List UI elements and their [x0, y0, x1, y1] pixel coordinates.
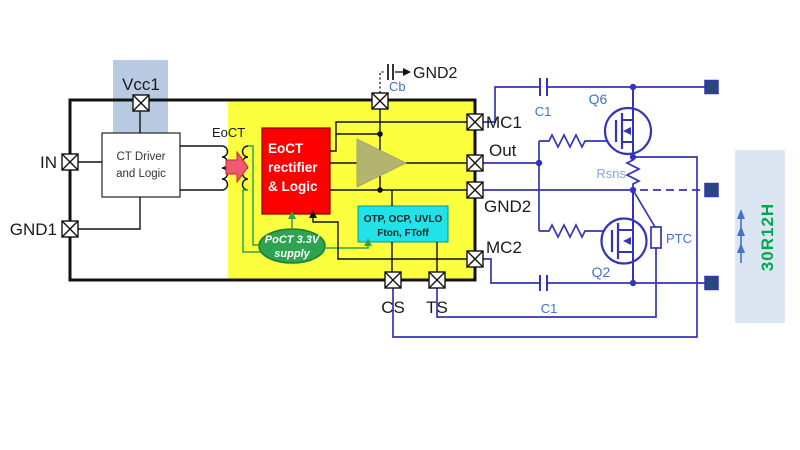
ct-driver-line2: and Logic: [116, 168, 166, 180]
junction-dot: [629, 279, 637, 287]
ct-driver-line1: CT Driver: [117, 151, 166, 163]
gnd2-top-label: GND2: [413, 65, 458, 82]
external-circuit: [392, 78, 719, 338]
c1-bottom-label: C1: [541, 301, 558, 316]
pin-ts: [428, 271, 446, 289]
ptc-label: PTC: [666, 231, 692, 246]
ct-driver-block: [101, 132, 181, 198]
cb-label: Cb: [389, 79, 406, 94]
current-direction-arrows-icon: [737, 209, 745, 263]
ic-pins: [61, 92, 484, 289]
load-panel: [735, 150, 785, 323]
rectifier-line2: rectifier: [268, 160, 318, 175]
mosfet-q2-icon: [600, 190, 648, 283]
rectifier-line3: & Logic: [268, 179, 318, 194]
rectifier-line1: EoCT: [268, 141, 304, 156]
terminal-square-middle: [704, 182, 719, 198]
protection-line2: Fton, FToff: [377, 228, 429, 239]
junction-dot: [629, 186, 637, 194]
vcc1-label: Vcc1: [122, 75, 160, 94]
transformer-secondary-coil-icon: [241, 145, 249, 191]
pin-out: [466, 154, 484, 172]
junction-dot: [629, 83, 637, 91]
gnd1-label: GND1: [10, 220, 57, 239]
terminal-square-bottom: [704, 275, 719, 291]
poct-line2: supply: [274, 248, 310, 260]
cs-sense-wire: [392, 156, 698, 338]
transformer-primary-coil-icon: [221, 145, 229, 191]
green-arrow-up-icon: [288, 211, 296, 219]
energy-transfer-arrow-icon: [225, 150, 249, 184]
cb-capacitor-icon: [379, 64, 411, 93]
green-arrow-up-icon: [364, 238, 372, 246]
cs-label: CS: [381, 298, 405, 317]
eoct-rectifier-block: [261, 127, 331, 215]
pin-gnd2: [466, 181, 484, 199]
c1-top-label: C1: [535, 104, 552, 119]
protection-line1: OTP, OCP, UVLO: [364, 214, 443, 225]
protection-block: [357, 205, 449, 243]
pin-mc1: [466, 113, 484, 131]
gnd2-arrow-icon: [403, 68, 411, 76]
poct-line1: PoCT 3.3V: [265, 234, 321, 246]
gnd2-label: GND2: [484, 197, 531, 216]
internal-wires: [78, 109, 467, 272]
ptc-thermistor-icon: [650, 226, 662, 249]
terminal-square-top: [704, 79, 719, 95]
pin-gnd1: [61, 220, 79, 238]
q2-label: Q2: [592, 264, 611, 280]
pin-in: [61, 153, 79, 171]
eoct-label: EoCT: [212, 125, 245, 140]
black-arrow-up-icon: [309, 210, 317, 218]
c1-capacitor-bottom-icon: [539, 275, 548, 291]
ptc-tap-wire: [632, 189, 656, 228]
out-label: Out: [489, 141, 517, 160]
q6-gate-resistor-icon: [539, 133, 616, 149]
pin-cb: [371, 92, 389, 110]
ts-label: TS: [426, 298, 448, 317]
junction-dot: [377, 131, 383, 137]
mosfet-q6-icon: [603, 87, 653, 157]
gate-buffer-icon: [356, 138, 408, 188]
rsns-resistor-icon: [625, 157, 641, 190]
junction-dot: [629, 153, 637, 161]
c1-capacitor-top-icon: [539, 78, 548, 96]
pin-cs: [384, 271, 402, 289]
load-label: 30R12H: [758, 203, 777, 271]
pin-vcc1: [132, 94, 150, 112]
q2-gate-resistor-icon: [539, 223, 612, 239]
rsns-label: Rsns: [596, 166, 626, 181]
pin-mc2: [466, 250, 484, 268]
junction-dot: [535, 159, 543, 167]
q6-label: Q6: [589, 91, 608, 107]
mc1-label: MC1: [486, 113, 522, 132]
mc2-label: MC2: [486, 238, 522, 257]
in-label: IN: [40, 153, 57, 172]
junction-dot: [377, 187, 383, 193]
